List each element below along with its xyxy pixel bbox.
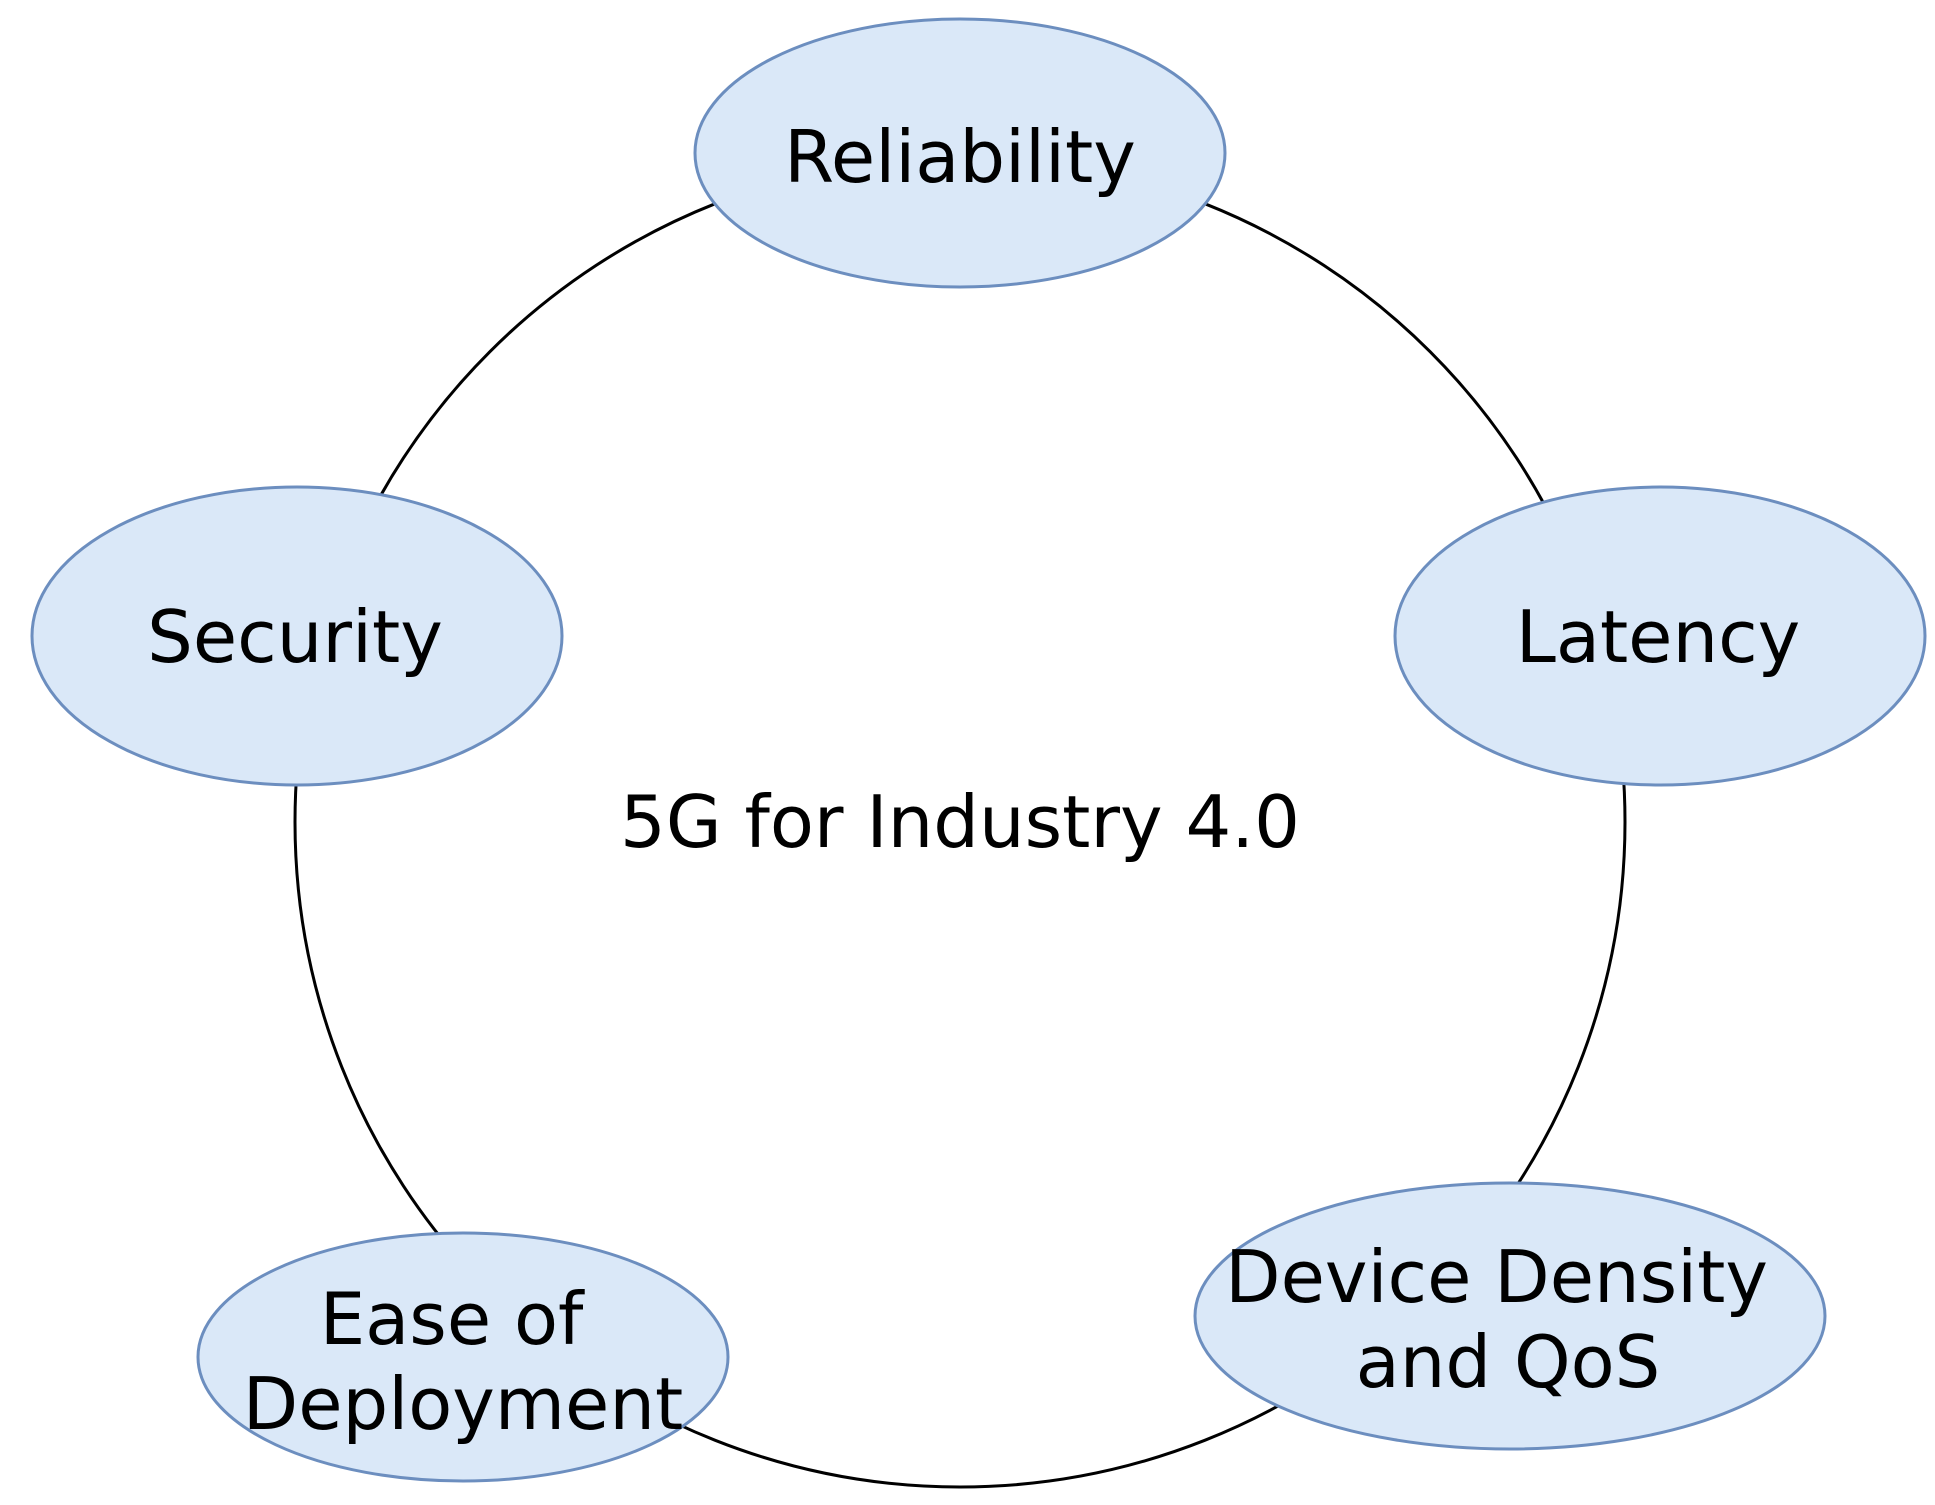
node-ease-of-deployment-ellipse [196, 1231, 730, 1483]
node-ease-of-deployment: Ease of Deployment [196, 1231, 730, 1483]
node-device-density-line-2: and QoS [1356, 1320, 1661, 1404]
node-security: Security [30, 485, 564, 787]
node-ease-of-deployment-line-2: Deployment [243, 1362, 683, 1446]
node-security-label: Security [147, 595, 443, 679]
center-label: 5G for Industry 4.0 [620, 780, 1300, 864]
node-reliability-line-1: Reliability [784, 115, 1136, 199]
node-device-density: Device Density and QoS [1193, 1181, 1827, 1451]
node-latency: Latency [1393, 485, 1927, 787]
node-security-ellipse [30, 485, 564, 787]
node-latency-ellipse [1393, 485, 1927, 787]
node-ease-of-deployment-label: Ease of Deployment [243, 1277, 683, 1446]
node-device-density-ellipse [1193, 1181, 1827, 1451]
node-ease-of-deployment-line-1: Ease of [320, 1277, 585, 1361]
node-security-line-1: Security [147, 595, 443, 679]
node-reliability-ellipse [693, 17, 1227, 289]
node-device-density-line-1: Device Density [1225, 1235, 1768, 1319]
node-reliability-label: Reliability [784, 115, 1136, 199]
node-latency-line-1: Latency [1516, 595, 1801, 679]
node-device-density-label: Device Density and QoS [1225, 1235, 1791, 1404]
node-reliability: Reliability [693, 17, 1227, 289]
node-latency-label: Latency [1516, 595, 1801, 679]
